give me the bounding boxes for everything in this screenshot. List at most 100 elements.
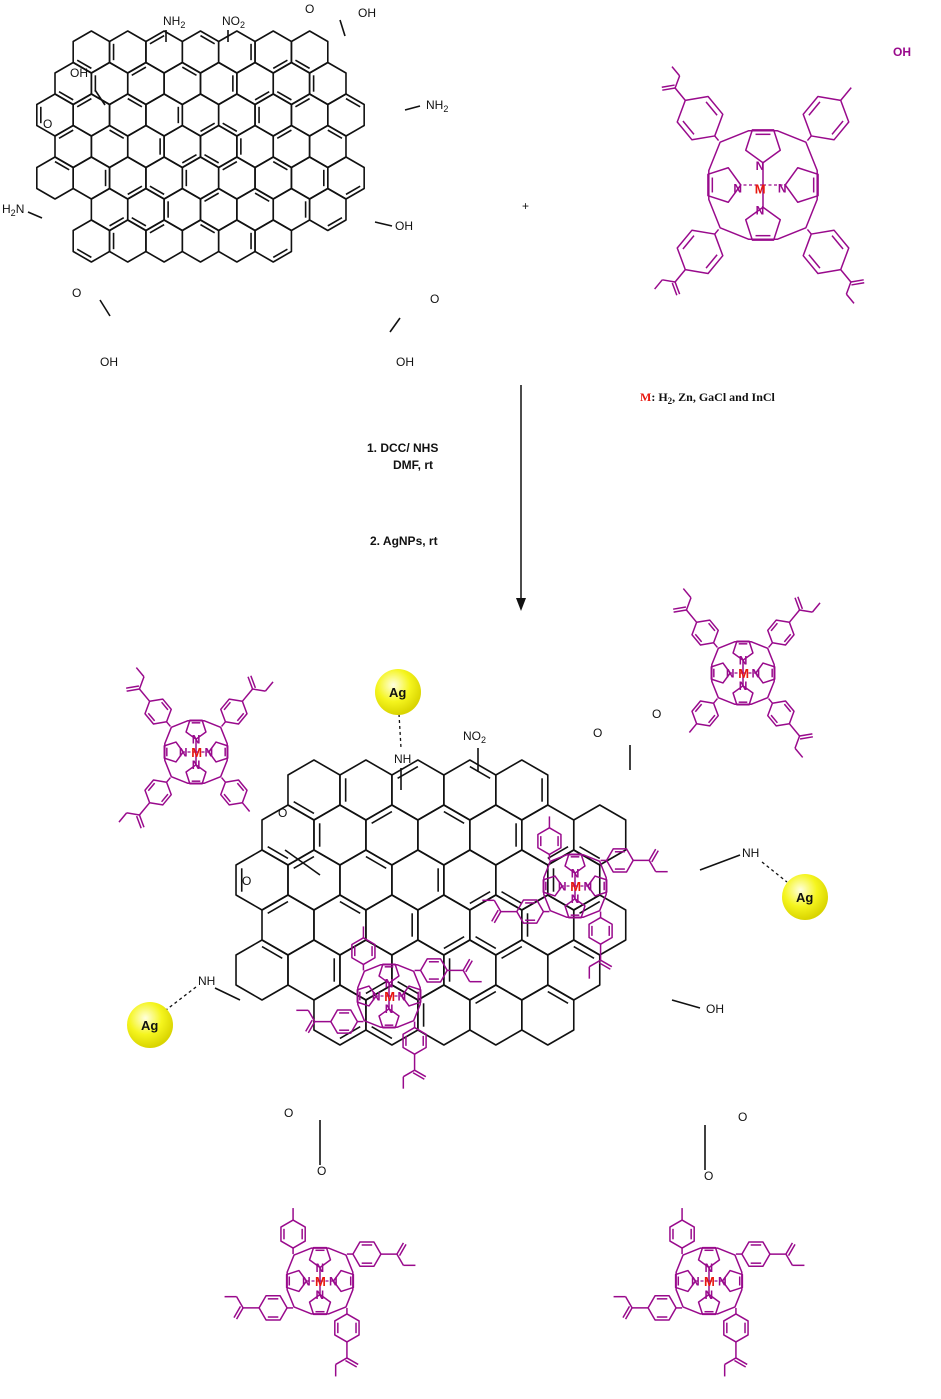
- product-labels: NH NO2 NH NH OH O O O O O O O O: [198, 707, 759, 1183]
- ester-o-bond: [794, 735, 801, 749]
- phenyl-ring: [220, 698, 248, 725]
- product-o-link-right: O: [652, 707, 661, 721]
- carbonyl-bond: [125, 685, 140, 689]
- hex-ring: [72, 156, 111, 200]
- pyrrole-ring: [185, 719, 207, 740]
- metal-center-label: M: [755, 181, 766, 196]
- hex-ring: [365, 894, 419, 956]
- ester-o-bond: [235, 1296, 244, 1309]
- ester-bond: [241, 688, 254, 702]
- carbonyl-bond: [465, 960, 473, 973]
- phenyl-ring: [802, 229, 850, 275]
- go-oh-bottom-left: OH: [100, 355, 118, 369]
- phenyl-double-bond: [236, 712, 245, 722]
- phenyl-ring: [802, 95, 850, 141]
- hex-ring: [290, 30, 329, 74]
- pyrrole-ring: [732, 640, 754, 661]
- carbonyl-bond: [414, 1069, 427, 1078]
- carbonyl-bond: [396, 1242, 405, 1255]
- phenyl-ring: [330, 1009, 359, 1034]
- double-bond: [127, 97, 143, 108]
- carbonyl-bond: [250, 675, 257, 689]
- nitrogen-label: N: [302, 1275, 311, 1289]
- hex-ring: [235, 939, 289, 1001]
- nitrogen-label: N: [571, 866, 580, 880]
- metal-key: M: H2, Zn, GaCl and InCl: [640, 390, 776, 406]
- macrocycle: [357, 964, 421, 1028]
- double-bond: [276, 129, 292, 140]
- pyrrole-ring: [721, 1269, 744, 1293]
- go-substituent-labels: NH2 NO2 OH OH NH2 H2N OH OH OH O O O O: [2, 2, 448, 369]
- hex-ring: [417, 894, 471, 956]
- nitrogen-label: N: [726, 666, 735, 680]
- nitrogen-label: N: [691, 1275, 700, 1289]
- pyrrole-ring: [356, 985, 377, 1007]
- ester-o-bond: [674, 75, 681, 89]
- phenyl-double-bond: [708, 714, 716, 724]
- pyrrole-ring: [208, 741, 229, 763]
- product-nh-right: NH: [742, 846, 759, 860]
- hex-ring: [272, 124, 311, 169]
- cooh-bond: [339, 19, 346, 37]
- carbonyl-bond: [661, 84, 675, 88]
- hex-ring: [72, 219, 111, 263]
- product-oh-right: OH: [706, 1002, 724, 1016]
- product-o-left-ester: O: [242, 874, 251, 888]
- ester-o-bond: [335, 1357, 348, 1366]
- phenyl-ring: [647, 1295, 677, 1321]
- metal-center-label: M: [570, 879, 581, 894]
- phenyl-double-bond: [223, 793, 231, 803]
- carbonyl-bond: [673, 609, 687, 613]
- porphyrin-reagent-oh: OH: [893, 45, 911, 59]
- double-bond: [443, 936, 465, 950]
- phenyl-double-bond: [236, 782, 245, 792]
- carbonyl-bond: [491, 909, 499, 922]
- double-bond: [469, 891, 491, 905]
- double-bond: [295, 97, 311, 108]
- phenyl-ring: [351, 937, 376, 966]
- ester-o-bond: [462, 970, 471, 983]
- ester-bond: [284, 849, 321, 876]
- nitrogen-label: N: [316, 1288, 325, 1302]
- carbonyl-bond: [598, 962, 611, 970]
- product-o-right-ester: O: [593, 726, 602, 740]
- nitrogen-label: N: [778, 181, 787, 195]
- ester-bond: [138, 688, 151, 702]
- nitrogen-label: N: [558, 879, 567, 893]
- double-bond: [501, 945, 523, 959]
- macrocycle: [708, 130, 818, 240]
- hex-ring: [261, 894, 315, 956]
- double-bond: [501, 891, 523, 905]
- pyrrole-ring: [744, 129, 782, 164]
- phenyl-ring: [334, 1313, 360, 1343]
- double-bond: [339, 900, 361, 914]
- hex-ring: [290, 93, 329, 137]
- nitrogen-label: N: [205, 745, 214, 759]
- double-bond: [469, 765, 491, 779]
- metal-center-label: M: [191, 745, 202, 760]
- hex-ring: [339, 849, 393, 911]
- double-bond: [131, 66, 147, 77]
- hex-ring: [181, 93, 220, 137]
- ag-nanoparticle-right: Ag: [761, 861, 828, 920]
- ester-o-bond: [402, 1069, 415, 1078]
- phenyl-double-bond: [147, 782, 156, 792]
- hex-ring: [308, 124, 347, 169]
- double-bond: [293, 855, 315, 869]
- double-bond: [76, 97, 92, 108]
- hex-ring: [308, 61, 347, 106]
- phenyl-ring: [669, 1219, 695, 1249]
- double-bond: [276, 90, 292, 101]
- hex-ring: [313, 804, 367, 866]
- graphene-oxide-sheet: [27, 19, 421, 333]
- hex-ring: [272, 61, 311, 106]
- hex-ring: [217, 219, 256, 263]
- carbonyl-bond: [307, 1021, 316, 1034]
- hex-ring: [199, 124, 238, 169]
- nitrogen-label: N: [756, 204, 765, 218]
- ester-bond: [674, 87, 686, 101]
- hex-ring: [199, 187, 238, 232]
- go-no2-top: NO2: [222, 14, 245, 30]
- double-bond: [200, 122, 216, 133]
